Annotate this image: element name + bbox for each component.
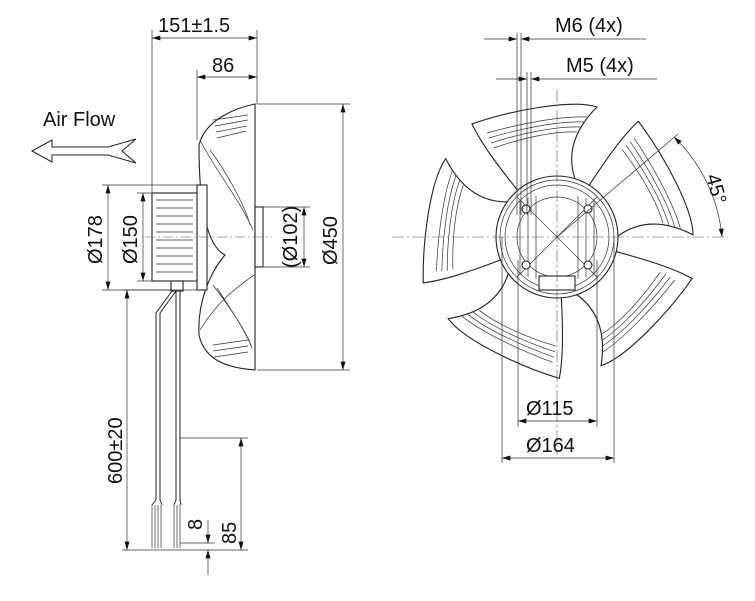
front-view: M6 (4x) M5 (4x) 45° Ø115 Ø164: [392, 15, 730, 463]
dimension-lines: [102, 30, 350, 575]
dim-dia-115: Ø115: [526, 398, 573, 420]
angle-reference-line: [556, 133, 679, 238]
cables: [151, 290, 182, 548]
front-centerlines: [392, 90, 728, 455]
motor-flange: [196, 184, 208, 291]
angle-45-label: 45°: [701, 172, 730, 207]
m5-thread-label: M5 (4x): [566, 55, 634, 77]
dim-dia-102: (Ø102): [280, 206, 302, 268]
motor-cooling-fins: [156, 199, 193, 273]
dim-dia-164: Ø164: [526, 435, 575, 457]
dim-cable-length: 600±20: [105, 417, 127, 484]
cable-gland: [170, 280, 184, 292]
m6-thread-label: M6 (4x): [555, 15, 623, 37]
side-view: Air Flow: [30, 15, 350, 575]
mounting-holes: [521, 204, 593, 270]
dim-dia-150: Ø150: [120, 215, 142, 264]
dim-strip-85: 85: [219, 522, 241, 544]
dim-dia-450: Ø450: [320, 216, 342, 265]
air-flow-arrow-icon: [30, 138, 137, 164]
dim-overall-length: 151±1.5: [158, 15, 230, 37]
dim-dia-178: Ø178: [85, 215, 107, 264]
dim-blade-depth: 86: [212, 55, 234, 77]
air-flow-label: Air Flow: [43, 109, 116, 131]
front-dimension-lines: [484, 33, 724, 463]
dim-strip-8: 8: [185, 519, 207, 530]
